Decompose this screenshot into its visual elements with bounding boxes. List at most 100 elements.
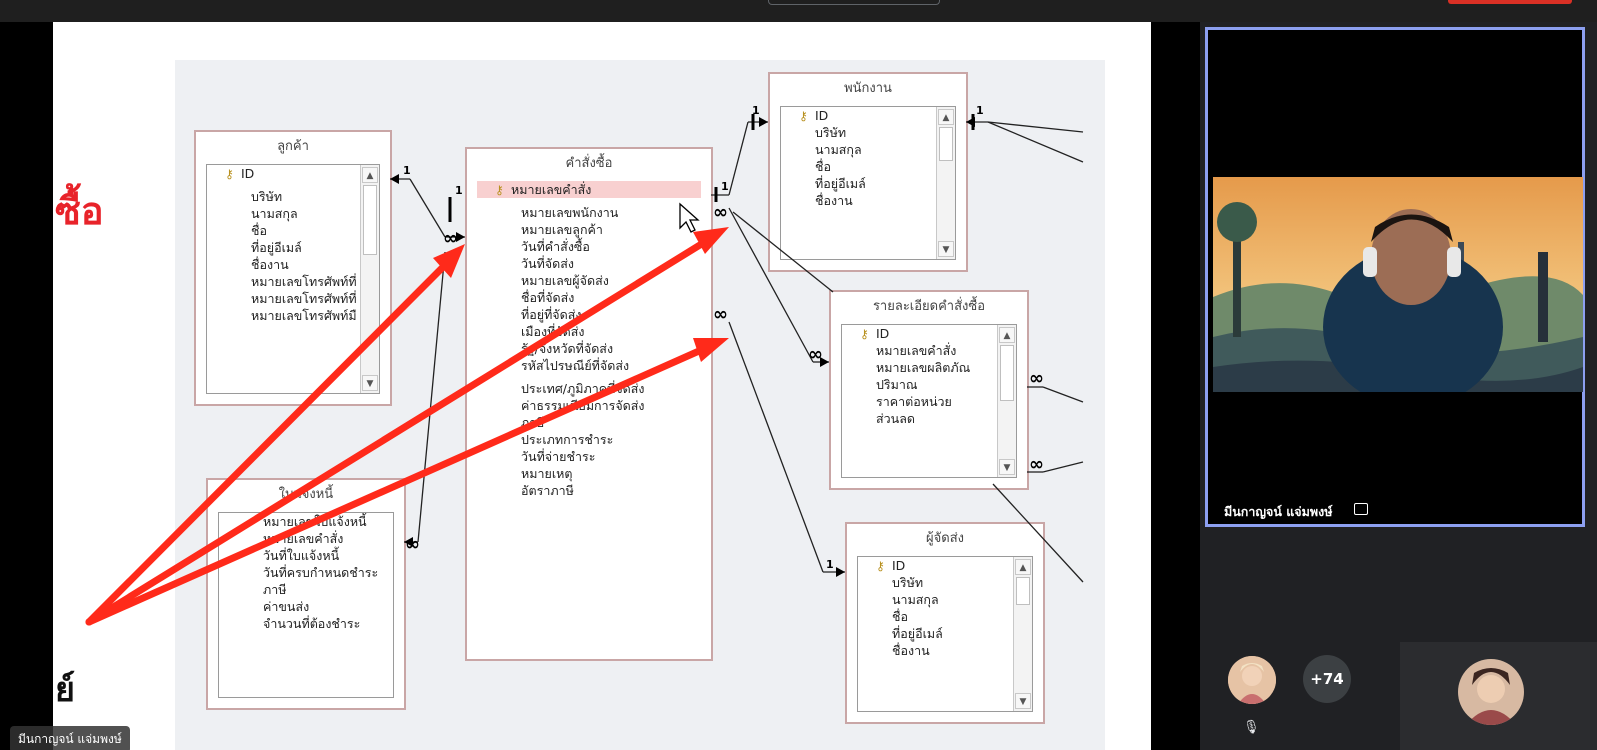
screen-share-icon xyxy=(1354,503,1368,515)
field-item[interactable]: ประเภทการชำระ xyxy=(521,432,614,447)
scrollbar[interactable]: ▲▼ xyxy=(936,107,955,259)
slide-heading-fragment: ซื้อ xyxy=(55,189,104,233)
rel-many-label: ∞ xyxy=(808,344,823,365)
field-list[interactable]: ⚷หมายเลขคำสั่ง หมายเลขพนักงาน หมายเลขลูก… xyxy=(477,181,701,649)
field-list[interactable]: ⚷ID หมายเลขคำสั่ง หมายเลขผลิตภัณ ปริมาณ … xyxy=(841,324,1017,478)
scroll-up-icon[interactable]: ▲ xyxy=(999,327,1015,343)
table-title: พนักงาน xyxy=(844,81,892,96)
table-title: รายละเอียดคำสั่งซื้อ xyxy=(872,299,986,314)
scroll-thumb[interactable] xyxy=(939,127,953,161)
field-item[interactable]: ⚷หมายเลขคำสั่ง xyxy=(477,181,701,198)
scroll-thumb[interactable] xyxy=(1000,345,1014,401)
field-item[interactable]: ค่าขนส่ง xyxy=(263,599,310,614)
scroll-down-icon[interactable]: ▼ xyxy=(362,375,378,391)
scrollbar[interactable]: ▲▼ xyxy=(997,325,1016,477)
field-item[interactable]: อัตราภาษี xyxy=(521,483,574,498)
field-item[interactable]: วันที่จัดส่ง xyxy=(521,256,574,271)
field-item[interactable]: หมายเหตุ xyxy=(521,466,573,481)
speaker-video xyxy=(1213,177,1583,392)
field-item[interactable]: บริษัท xyxy=(251,189,283,204)
slide-text-fragment: ย์ xyxy=(55,670,75,710)
field-item[interactable]: ที่อยู่อีเมล์ xyxy=(892,626,943,641)
scroll-up-icon[interactable]: ▲ xyxy=(362,167,378,183)
scroll-down-icon[interactable]: ▼ xyxy=(938,241,954,257)
table-orders[interactable]: คำสั่งซื้อ ⚷หมายเลขคำสั่ง หมายเลขพนักงาน… xyxy=(465,147,713,661)
slide: ซื้อ ย์ ลูกค้า ⚷ID บริษัท นามสกุล ชื่อ ท… xyxy=(53,22,1151,750)
mic-muted-icon: 🎙 xyxy=(1243,720,1260,735)
primary-key-icon: ⚷ xyxy=(860,327,869,341)
table-title: คำสั่งซื้อ xyxy=(565,156,613,171)
top-bar xyxy=(0,0,1597,22)
leave-button[interactable] xyxy=(1448,0,1572,4)
field-item[interactable]: ส่วนลด xyxy=(876,411,915,426)
avatar-image xyxy=(1228,656,1276,704)
speaker-name: มีนกาญจน์ แจ่มพงษ์ xyxy=(1224,504,1333,519)
field-item[interactable]: บริษัท xyxy=(815,125,847,140)
field-item[interactable]: วันที่ใบแจ้งหนี้ xyxy=(263,548,340,563)
participant-avatar[interactable] xyxy=(1228,656,1276,704)
relationship-lines: 1 1 1 1 1 1 ∞ ∞ ∞ ∞ ∞ ∞ ∞ xyxy=(390,104,1084,583)
field-item[interactable]: นามสกุล xyxy=(892,592,939,607)
field-item[interactable]: ภาษี xyxy=(263,582,287,597)
field-item[interactable]: ปริมาณ xyxy=(876,377,918,392)
table-employee[interactable]: พนักงาน ⚷ID บริษัท นามสกุล ชื่อ ที่อยู่อ… xyxy=(768,72,968,272)
field-item[interactable]: รหัสไปรษณีย์ที่จัดส่ง xyxy=(521,358,630,373)
scroll-down-icon[interactable]: ▼ xyxy=(1015,693,1031,709)
rel-one-label: 1 xyxy=(403,164,411,177)
field-item[interactable]: ชื่องาน xyxy=(815,193,853,208)
field-item[interactable]: หมายเลขโทรศัพท์ที่ xyxy=(251,291,357,306)
field-item[interactable]: หมายเลขคำสั่ง xyxy=(876,343,957,358)
field-item[interactable]: หมายเลขผู้จัดส่ง xyxy=(521,273,609,288)
field-item[interactable]: บริษัท xyxy=(892,575,924,590)
active-speaker-tile[interactable]: มีนกาญจน์ แจ่มพงษ์ xyxy=(1205,27,1585,527)
scroll-thumb[interactable] xyxy=(1016,577,1030,605)
field-item[interactable]: ชื่อที่จัดส่ง xyxy=(521,290,575,305)
rel-many-label: ∞ xyxy=(405,534,420,555)
primary-key-icon: ⚷ xyxy=(495,183,504,197)
table-title: ผู้จัดส่ง xyxy=(926,531,964,546)
rel-one-label: 1 xyxy=(721,180,729,193)
field-item[interactable]: ที่อยู่อีเมล์ xyxy=(815,176,866,191)
table-invoice[interactable]: ใบแจ้งหนี้ หมายเลขใบแจ้งหนี้ หมายเลขคำสั… xyxy=(206,478,406,710)
field-item[interactable]: ชื่อ xyxy=(251,223,267,238)
field-item[interactable]: ⚷ID xyxy=(876,558,906,573)
scrollbar[interactable]: ▲▼ xyxy=(1013,557,1032,711)
field-item[interactable]: ที่อยู่ที่จัดส่ง xyxy=(521,307,582,322)
participant-tile[interactable] xyxy=(1400,642,1597,750)
field-item[interactable]: หมายเลขพนักงาน xyxy=(521,205,619,220)
field-item[interactable]: วันที่คำสั่งซื้อ xyxy=(521,239,590,254)
field-item[interactable]: วันที่ครบกำหนดชำระ xyxy=(263,565,379,580)
field-item[interactable]: นามสกุล xyxy=(815,142,862,157)
field-item[interactable]: นามสกุล xyxy=(251,206,298,221)
field-item[interactable]: หมายเลขโทรศัพท์มื xyxy=(251,308,357,323)
table-title: ลูกค้า xyxy=(277,139,309,154)
field-item[interactable]: ชื่องาน xyxy=(892,643,930,658)
field-item[interactable]: หมายเลขลูกค้า xyxy=(521,222,603,237)
scroll-up-icon[interactable]: ▲ xyxy=(1015,559,1031,575)
scroll-thumb[interactable] xyxy=(363,185,377,255)
scroll-down-icon[interactable]: ▼ xyxy=(999,459,1015,475)
field-list[interactable]: ⚷ID บริษัท นามสกุล ชื่อ ที่อยู่อีเมล์ ชื… xyxy=(857,556,1033,712)
field-item[interactable]: หมายเลขผลิตภัณ xyxy=(876,360,971,375)
field-item[interactable]: จำนวนที่ต้องชำระ xyxy=(263,616,361,631)
rel-one-label: 1 xyxy=(752,104,760,117)
field-item[interactable]: หมายเลขโทรศัพท์ที่ xyxy=(251,274,357,289)
scroll-up-icon[interactable]: ▲ xyxy=(938,109,954,125)
rel-many-label: ∞ xyxy=(443,228,458,249)
more-participants-button[interactable]: +74 xyxy=(1303,655,1351,703)
field-list[interactable]: ⚷ID บริษัท นามสกุล ชื่อ ที่อยู่อีเมล์ ชื… xyxy=(780,106,956,260)
field-list[interactable]: หมายเลขใบแจ้งหนี้ หมายเลขคำสั่ง วันที่ใบ… xyxy=(218,512,394,698)
table-order-details[interactable]: รายละเอียดคำสั่งซื้อ ⚷ID หมายเลขคำสั่ง ห… xyxy=(829,290,1029,490)
field-item[interactable]: ⚷ID xyxy=(225,166,255,181)
field-item[interactable]: วันที่จ่ายชำระ xyxy=(521,449,596,464)
field-item[interactable]: ที่อยู่อีเมล์ xyxy=(251,240,302,255)
top-control[interactable] xyxy=(768,0,940,5)
field-item[interactable]: ชื่อ xyxy=(815,159,831,174)
field-item[interactable]: ⚷ID xyxy=(799,108,829,123)
field-item[interactable]: ⚷ID xyxy=(860,326,890,341)
field-item[interactable]: ชื่อ xyxy=(892,609,908,624)
field-item[interactable]: ราคาต่อหน่วย xyxy=(876,394,952,409)
table-shipper[interactable]: ผู้จัดส่ง ⚷ID บริษัท นามสกุล ชื่อ ที่อยู… xyxy=(845,522,1045,724)
shared-screen: ซื้อ ย์ ลูกค้า ⚷ID บริษัท นามสกุล ชื่อ ท… xyxy=(0,22,1200,750)
field-item[interactable]: ชื่องาน xyxy=(251,257,289,272)
